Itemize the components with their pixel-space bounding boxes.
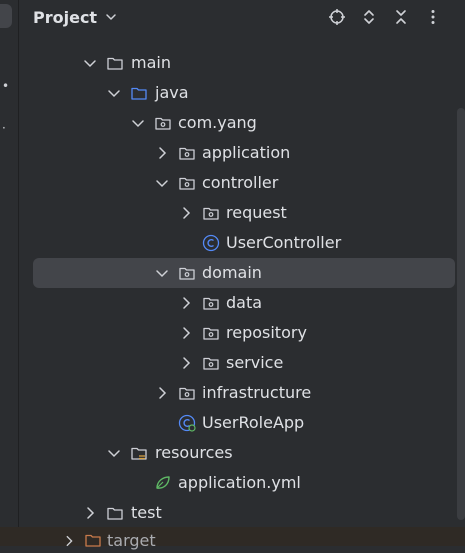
package-icon (178, 384, 196, 402)
resources-folder-icon (130, 444, 148, 462)
package-icon (154, 114, 172, 132)
project-tool-button[interactable] (0, 4, 12, 28)
tree-item-usercontroller[interactable]: UserController (18, 228, 465, 258)
folder-icon (106, 504, 124, 522)
package-icon (178, 144, 196, 162)
package-icon (202, 294, 220, 312)
tree-item-label: infrastructure (202, 383, 312, 402)
tree-item-label: domain (202, 263, 262, 282)
tree-item-label: resources (155, 443, 233, 462)
tree-item-label: controller (202, 173, 279, 192)
tree-item-main[interactable]: main (18, 48, 465, 78)
tree-item-label: service (226, 353, 284, 372)
chevron-right-icon[interactable] (82, 505, 98, 521)
tree-item-label: repository (226, 323, 307, 342)
package-icon (202, 354, 220, 372)
tree-item-application-yml[interactable]: application.yml (18, 468, 465, 498)
package-icon (202, 324, 220, 342)
tree-item-repository[interactable]: repository (18, 318, 465, 348)
chevron-right-icon[interactable] (178, 295, 194, 311)
tree-item-domain[interactable]: domain (33, 258, 455, 288)
tree-item-service[interactable]: service (18, 348, 465, 378)
expand-all-icon[interactable] (357, 5, 381, 29)
spring-boot-class-icon (178, 414, 196, 432)
tree-item-userroleapp[interactable]: UserRoleApp (18, 408, 465, 438)
source-folder-icon (130, 84, 148, 102)
chevron-down-icon[interactable] (106, 445, 122, 461)
tree-item-java[interactable]: java (18, 78, 465, 108)
panel-title[interactable]: Project (33, 7, 98, 27)
tree-item-request[interactable]: request (18, 198, 465, 228)
class-icon (202, 234, 220, 252)
folder-icon (106, 54, 124, 72)
tree-item-label: java (155, 83, 189, 102)
package-icon (178, 264, 196, 282)
tree-item-controller[interactable]: controller (18, 168, 465, 198)
collapse-all-icon[interactable] (389, 5, 413, 29)
tree-item-test[interactable]: test (18, 498, 465, 528)
tree-item-data[interactable]: data (18, 288, 465, 318)
tree-item-target[interactable]: target (0, 527, 465, 550)
package-icon (202, 204, 220, 222)
chevron-right-icon[interactable] (178, 325, 194, 341)
tree-item-label: application (202, 143, 291, 162)
tree-item-label: test (131, 503, 162, 522)
tree-item-label: UserController (226, 233, 342, 252)
chevron-right-icon[interactable] (178, 205, 194, 221)
tool-strip-glyph[interactable]: • (2, 79, 10, 93)
excluded-folder-icon (84, 531, 102, 553)
tree-item-label: main (131, 53, 171, 72)
chevron-right-icon[interactable] (178, 355, 194, 371)
tree-item-resources[interactable]: resources (18, 438, 465, 468)
tree-item-label: target (107, 531, 156, 550)
tool-window-strip: • · (0, 0, 19, 546)
vertical-scrollbar[interactable] (457, 108, 465, 520)
project-panel-header: Project (18, 0, 465, 34)
chevron-down-icon[interactable] (82, 55, 98, 71)
tree-item-infrastructure[interactable]: infrastructure (18, 378, 465, 408)
more-options-icon[interactable] (421, 5, 445, 29)
tree-item-label: UserRoleApp (202, 413, 305, 432)
chevron-down-icon[interactable] (105, 11, 117, 23)
tree-item-application[interactable]: application (18, 138, 465, 168)
chevron-down-icon[interactable] (154, 175, 170, 191)
tree-item-label: com.yang (178, 113, 257, 132)
tree-item-com-yang[interactable]: com.yang (18, 108, 465, 138)
chevron-down-icon[interactable] (154, 265, 170, 281)
tree-item-label: request (226, 203, 287, 222)
spring-config-icon (154, 474, 172, 492)
chevron-right-icon[interactable] (62, 533, 76, 552)
chevron-down-icon[interactable] (130, 115, 146, 131)
tool-strip-dot[interactable]: · (2, 121, 6, 135)
chevron-right-icon[interactable] (154, 145, 170, 161)
package-icon (178, 174, 196, 192)
tree-item-label: data (226, 293, 263, 312)
chevron-down-icon[interactable] (106, 85, 122, 101)
chevron-right-icon[interactable] (154, 385, 170, 401)
tree-item-label: application.yml (178, 473, 301, 492)
locate-icon[interactable] (325, 5, 349, 29)
